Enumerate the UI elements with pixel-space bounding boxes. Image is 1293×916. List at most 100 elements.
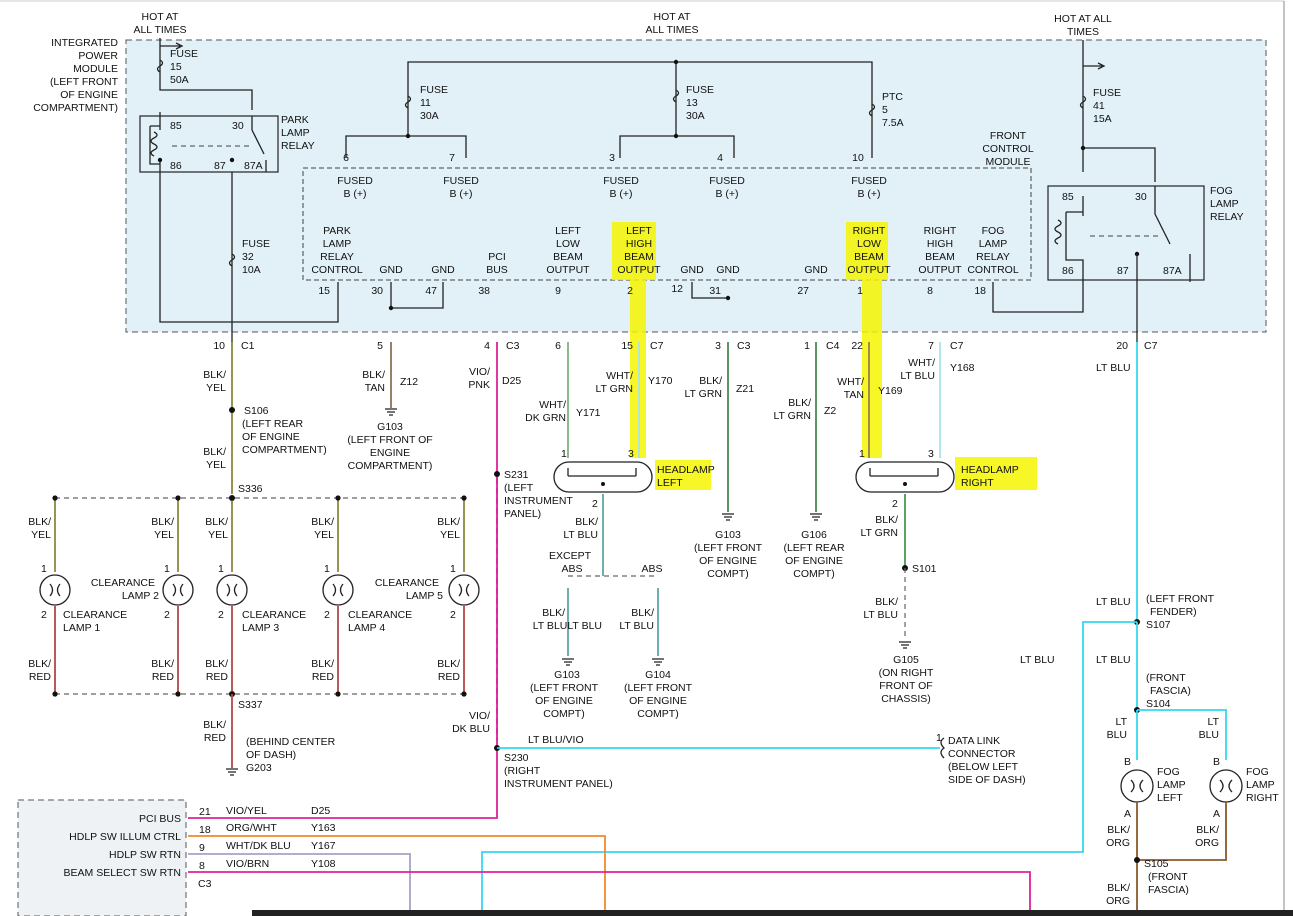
svg-text:ORG: ORG xyxy=(1195,837,1219,849)
clearance-lamp-pin-1: 1 xyxy=(218,563,224,575)
svg-text:ORG: ORG xyxy=(1106,837,1130,849)
svg-text:C1: C1 xyxy=(241,340,255,352)
svg-text:(FRONT: (FRONT xyxy=(1146,672,1186,684)
svg-text:LOW: LOW xyxy=(556,238,580,250)
svg-text:HIGH: HIGH xyxy=(927,238,953,250)
clearance-lamp-4 xyxy=(322,574,354,606)
fuse-32: FUSE 32 10A xyxy=(242,238,270,276)
svg-text:LT GRN: LT GRN xyxy=(773,410,811,422)
svg-text:(LEFT FRONT: (LEFT FRONT xyxy=(530,682,599,694)
svg-text:G103: G103 xyxy=(554,669,580,681)
clearance-wire-label-bottom: RED xyxy=(29,671,52,683)
hot-label-1: HOT AT ALL TIMES xyxy=(133,11,186,36)
svg-text:BLK/: BLK/ xyxy=(203,446,226,458)
clearance-lamp-3 xyxy=(216,574,248,606)
wire-blk-org-right: BLK/ ORG xyxy=(1195,824,1219,849)
svg-text:FRONT OF: FRONT OF xyxy=(879,680,932,692)
svg-text:CONNECTOR: CONNECTOR xyxy=(948,748,1016,760)
splice-dot xyxy=(229,495,235,501)
clearance-lamp-2-label: CLEARANCE LAMP 2 xyxy=(91,577,159,602)
svg-text:HEADLAMP: HEADLAMP xyxy=(657,464,715,476)
svg-text:BEAM: BEAM xyxy=(553,251,583,263)
svg-text:G106: G106 xyxy=(801,529,827,541)
wire-wht-tan: WHT/ TAN xyxy=(837,376,864,401)
splice-dot xyxy=(461,495,467,501)
svg-text:8: 8 xyxy=(199,860,205,872)
svg-text:EXCEPT: EXCEPT xyxy=(549,550,592,562)
svg-text:15: 15 xyxy=(318,285,330,297)
wire-lt-blu-1: LT BLU xyxy=(1096,362,1131,374)
svg-text:FUSE: FUSE xyxy=(242,238,270,250)
splice-dot xyxy=(335,495,341,501)
svg-text:LAMP: LAMP xyxy=(979,238,1008,250)
fcm-output-pins: 15 30 47 38 9 2 12 31 27 1 8 18 xyxy=(318,283,986,297)
svg-text:B (+): B (+) xyxy=(715,188,738,200)
svg-text:8: 8 xyxy=(927,285,933,297)
splice-dot xyxy=(461,691,467,697)
lamp-filament-icon xyxy=(172,583,184,597)
svg-text:MODULE: MODULE xyxy=(986,156,1031,168)
svg-text:OUTPUT: OUTPUT xyxy=(918,264,962,276)
svg-text:OUTPUT: OUTPUT xyxy=(847,264,891,276)
svg-text:A: A xyxy=(1213,808,1220,820)
svg-text:FUSE: FUSE xyxy=(686,84,714,96)
svg-text:B: B xyxy=(1124,756,1131,768)
clearance-wire-label-bottom: RED xyxy=(152,671,175,683)
svg-text:WHT/: WHT/ xyxy=(837,376,864,388)
svg-text:FUSED: FUSED xyxy=(709,175,745,187)
svg-text:LAMP 4: LAMP 4 xyxy=(348,622,385,634)
fuse-15: FUSE 15 50A xyxy=(170,48,198,86)
svg-text:BLU: BLU xyxy=(1199,729,1219,741)
svg-text:C3: C3 xyxy=(737,340,751,352)
svg-text:GND: GND xyxy=(379,264,403,276)
svg-text:22: 22 xyxy=(851,340,863,352)
splice-s336: S336 xyxy=(238,483,263,495)
svg-text:BLK/: BLK/ xyxy=(699,375,722,387)
clearance-lamps: 12BLK/YELBLK/RED12BLK/YELBLK/RED12BLK/YE… xyxy=(28,495,480,697)
svg-text:OF ENGINE: OF ENGINE xyxy=(629,695,687,707)
svg-text:G203: G203 xyxy=(246,762,272,774)
clearance-lamp-5 xyxy=(448,574,480,606)
svg-text:ENGINE: ENGINE xyxy=(370,447,410,459)
svg-text:GND: GND xyxy=(680,264,704,276)
svg-text:(BEHIND CENTER: (BEHIND CENTER xyxy=(246,736,336,748)
cluster-wire-colors: VIO/YEL ORG/WHT WHT/DK BLU VIO/BRN xyxy=(226,805,291,870)
highlight-right-low-wire xyxy=(862,280,882,458)
svg-text:BLK/: BLK/ xyxy=(1107,882,1130,894)
svg-text:HIGH: HIGH xyxy=(626,238,652,250)
svg-text:BLK/: BLK/ xyxy=(362,369,385,381)
park-relay-pin-87a: 87A xyxy=(244,160,263,172)
svg-text:S231: S231 xyxy=(504,469,529,481)
svg-text:LT BLULT BLU: LT BLULT BLU xyxy=(533,620,602,632)
svg-text:(LEFT REAR: (LEFT REAR xyxy=(242,418,303,430)
svg-text:4: 4 xyxy=(484,340,490,352)
svg-text:CONTROL: CONTROL xyxy=(982,143,1033,155)
svg-text:(LEFT FRONT: (LEFT FRONT xyxy=(624,682,693,694)
svg-text:YEL: YEL xyxy=(206,459,226,471)
splice-dot xyxy=(52,691,58,697)
svg-text:FUSED: FUSED xyxy=(443,175,479,187)
clearance-wire-label-top: BLK/ xyxy=(205,516,228,528)
svg-text:LOW: LOW xyxy=(857,238,881,250)
wire-blk-ltblu-2: BLK/ LT BLU xyxy=(619,607,654,632)
svg-text:VIO/: VIO/ xyxy=(469,366,490,378)
wire-vio-pnk: VIO/ PNK xyxy=(468,366,490,391)
svg-text:COMPARTMENT): COMPARTMENT) xyxy=(348,460,433,472)
wire-blk-ltgrn: BLK/ LT GRN xyxy=(684,375,722,400)
svg-text:(ON RIGHT: (ON RIGHT xyxy=(879,667,934,679)
svg-text:INTEGRATED: INTEGRATED xyxy=(51,37,118,49)
svg-text:COMPT): COMPT) xyxy=(793,568,834,580)
svg-text:LAMP 5: LAMP 5 xyxy=(406,590,443,602)
ground-g203: (BEHIND CENTER OF DASH) G203 xyxy=(246,736,336,774)
svg-text:PARK: PARK xyxy=(281,114,309,126)
wire-lt-blu-2: LT BLU xyxy=(1096,596,1131,608)
svg-text:COMPT): COMPT) xyxy=(543,708,584,720)
park-relay-pin-30: 30 xyxy=(232,120,244,132)
fog-relay-label: FOG LAMP RELAY xyxy=(1210,185,1244,223)
svg-text:10: 10 xyxy=(852,152,864,164)
splice-s101: S101 xyxy=(912,563,937,575)
svg-text:BLK/: BLK/ xyxy=(875,514,898,526)
svg-text:Y167: Y167 xyxy=(311,840,336,852)
lamp-filament-icon xyxy=(332,583,344,597)
wire-y170: Y170 xyxy=(648,375,673,387)
